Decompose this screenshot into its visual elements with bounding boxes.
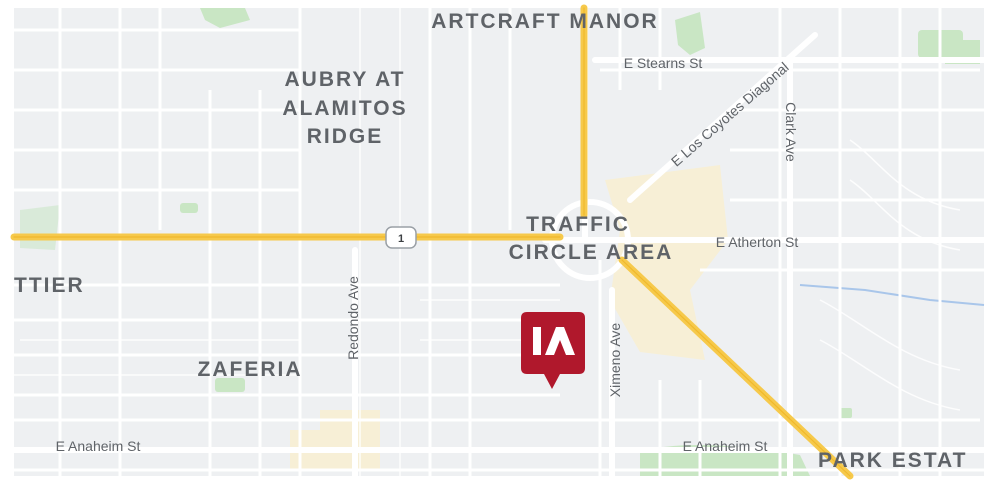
route-shield-label: 1	[398, 233, 404, 245]
label-aubry-line2: ALAMITOS	[282, 97, 407, 120]
label-zaferia: ZAFERIA	[198, 358, 303, 381]
label-park-estates: PARK ESTAT	[818, 449, 968, 472]
label-clark-ave: Clark Ave	[783, 102, 799, 162]
label-ximeno-ave: Ximeno Ave	[607, 323, 623, 398]
label-ttier: TTIER	[14, 274, 85, 297]
label-e-stearns: E Stearns St	[624, 55, 703, 71]
label-traffic-line2: CIRCLE AREA	[509, 241, 674, 264]
water-channel	[799, 284, 985, 306]
label-aubry-line3: RIDGE	[307, 125, 384, 148]
label-aubry-line1: AUBRY AT	[285, 68, 406, 91]
label-redondo-ave: Redondo Ave	[345, 276, 361, 360]
highways	[10, 4, 854, 480]
label-e-atherton: E Atherton St	[716, 234, 799, 250]
route-shield: 1	[385, 226, 417, 249]
label-artcraft-manor: ARTCRAFT MANOR	[431, 10, 658, 33]
brand-logo-icon	[533, 327, 575, 355]
label-e-anaheim-right: E Anaheim St	[683, 438, 768, 454]
location-marker[interactable]	[521, 312, 585, 389]
label-e-anaheim-left: E Anaheim St	[56, 438, 141, 454]
label-traffic-line1: TRAFFIC	[526, 213, 630, 236]
